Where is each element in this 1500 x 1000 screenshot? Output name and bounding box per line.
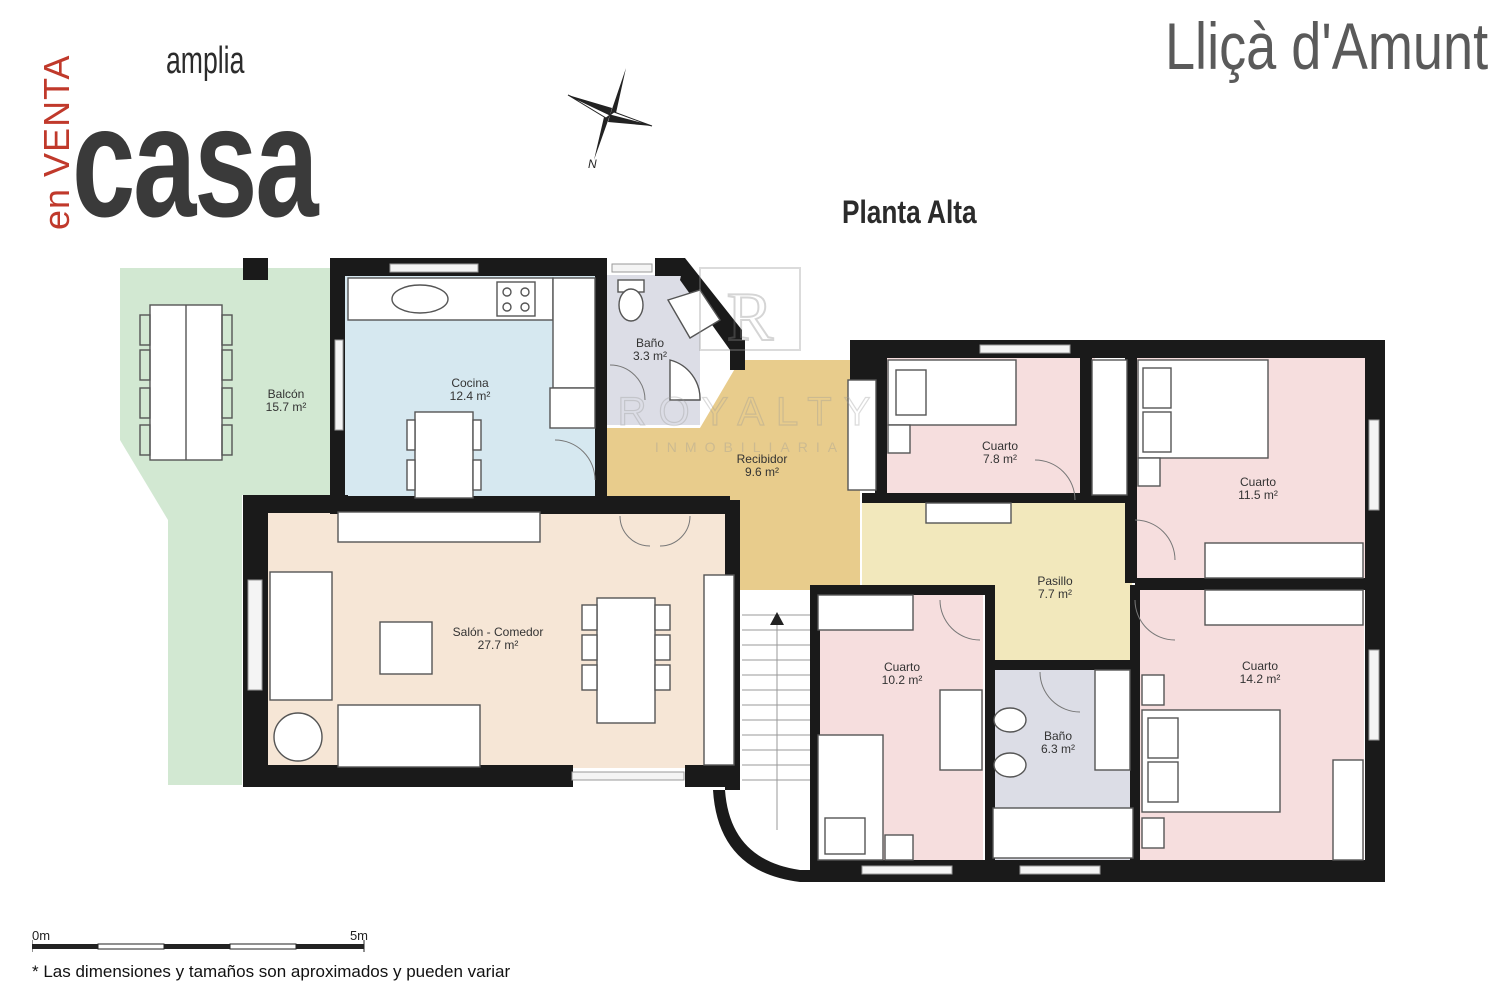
floor-title: Planta Alta (842, 194, 977, 230)
area-balcon: 15.7 m² (266, 400, 307, 414)
bedroom1-furniture (887, 359, 1128, 524)
area-cuarto1: 7.8 m² (983, 452, 1017, 466)
disclaimer-note: * Las dimensiones y tamaños son aproxima… (32, 962, 511, 981)
area-cuarto4: 14.2 m² (1240, 672, 1281, 686)
area-salon: 27.7 m² (478, 638, 519, 652)
area-bano2: 6.3 m² (1041, 742, 1075, 756)
casa-label: casa (72, 74, 319, 250)
compass-icon: N (567, 68, 653, 171)
town-title: Lliçà d'Amunt (1164, 9, 1488, 83)
label-pasillo: Pasillo (1037, 574, 1073, 588)
bedroom2-furniture (1137, 359, 1364, 579)
label-cuarto1: Cuarto (982, 439, 1018, 453)
scale-bar: 0m 5m (32, 928, 372, 958)
bedroom3-furniture (817, 594, 983, 861)
area-cuarto3: 10.2 m² (882, 673, 923, 687)
watermark-sub: INMOBILIARIA (655, 439, 845, 455)
room-pasillo (862, 500, 1132, 660)
bedroom4-furniture (1141, 589, 1364, 861)
balcony-table (139, 304, 233, 461)
kitchen-furniture (347, 277, 596, 499)
watermark-monogram: R (727, 279, 774, 356)
room-recibidor (600, 360, 860, 590)
recibidor-cabinet (847, 379, 877, 491)
scale-bar-graphic (32, 940, 365, 952)
area-cocina: 12.4 m² (450, 389, 491, 403)
door-swings (554, 364, 1176, 713)
scale-end-label: 5m (349, 928, 368, 943)
bathroom1-fixtures (617, 279, 721, 401)
label-cuarto4: Cuarto (1242, 659, 1278, 673)
compass-north-label: N (588, 157, 597, 171)
staircase (742, 600, 812, 860)
watermark-brand: ROYALTY (618, 390, 883, 434)
label-cuarto2: Cuarto (1240, 475, 1276, 489)
label-cocina: Cocina (451, 376, 489, 390)
area-bano1: 3.3 m² (633, 349, 667, 363)
label-salon: Salón - Comedor (453, 625, 544, 639)
room-labels: Balcón 15.7 m² Cocina 12.4 m² Baño 3.3 m… (266, 336, 1281, 756)
area-cuarto2: 11.5 m² (1238, 488, 1278, 502)
area-recibidor: 9.6 m² (745, 465, 779, 479)
amplia-label: amplia (166, 40, 245, 82)
scale-start-label: 0m (32, 928, 51, 943)
label-cuarto3: Cuarto (884, 660, 920, 674)
salon-furniture (269, 511, 735, 768)
label-balcon: Balcón (268, 387, 305, 401)
label-recibidor: Recibidor (737, 452, 788, 466)
label-bano1: Baño (636, 336, 664, 350)
bathroom2-fixtures (992, 669, 1134, 859)
watermark: R ROYALTY INMOBILIARIA (617, 267, 883, 455)
area-pasillo: 7.7 m² (1038, 587, 1072, 601)
label-bano2: Baño (1044, 729, 1072, 743)
